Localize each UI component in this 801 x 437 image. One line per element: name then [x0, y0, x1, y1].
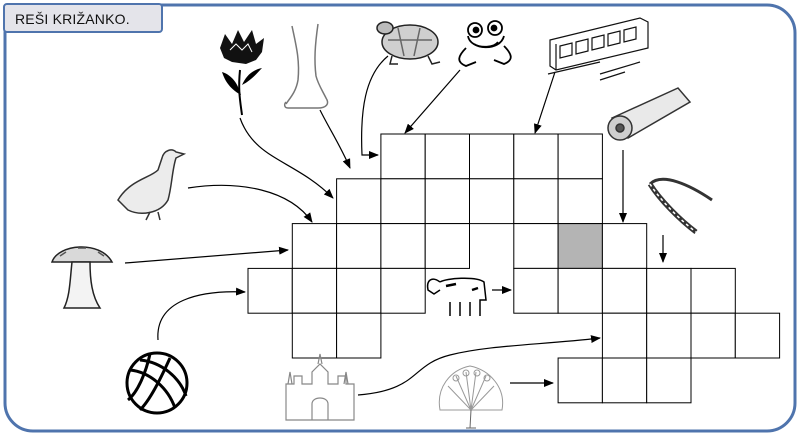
crossword-cell[interactable] — [336, 267, 382, 314]
duck-icon — [117, 149, 187, 221]
arrow-ball — [157, 287, 246, 341]
frog-icon — [458, 20, 512, 67]
crossword-cell[interactable] — [601, 267, 648, 314]
crossword-cell[interactable] — [601, 223, 648, 269]
arrow-mushroom — [124, 246, 289, 264]
ball-icon — [125, 351, 189, 415]
turtle-icon — [376, 21, 441, 65]
crossword-cell[interactable] — [469, 133, 515, 180]
crossword-cell[interactable] — [601, 357, 648, 404]
crossword-cell[interactable] — [247, 267, 293, 314]
crossword-cell[interactable] — [424, 133, 471, 180]
whistle-icon — [607, 87, 692, 141]
page-title: REŠI KRIŽANKO. — [15, 11, 130, 27]
arrow-carnation — [239, 117, 334, 199]
peacock-icon — [438, 365, 504, 429]
arrow-frog — [404, 69, 461, 134]
crossword-cell[interactable] — [646, 312, 692, 359]
crossword-cell[interactable] — [734, 312, 781, 359]
mushroom-icon — [50, 246, 114, 309]
crossword-cell[interactable] — [690, 267, 736, 314]
train-icon — [547, 17, 649, 81]
arrow-castle — [357, 335, 601, 396]
crossword-cell-solution[interactable] — [557, 223, 603, 269]
leg-icon — [283, 23, 329, 109]
title-tab: REŠI KRIŽANKO. — [3, 3, 163, 33]
clue-arrows — [124, 55, 667, 396]
arrow-leg — [319, 109, 351, 169]
crossword-cell[interactable] — [380, 133, 426, 180]
crossword-cell[interactable] — [601, 312, 648, 359]
crossword-cell[interactable] — [513, 267, 559, 314]
arrow-turtle — [361, 55, 389, 159]
worksheet: REŠI KRIŽANKO. — [3, 3, 796, 432]
crossword-cell[interactable] — [380, 223, 426, 269]
cow-icon — [426, 277, 487, 316]
crossword-cell[interactable] — [424, 178, 471, 225]
crossword-grid — [247, 133, 781, 404]
crossword-cell[interactable] — [646, 267, 692, 314]
crossword-cell[interactable] — [380, 267, 426, 314]
rope-icon — [647, 177, 713, 234]
crossword-cell[interactable] — [513, 223, 559, 269]
crossword-cell[interactable] — [336, 223, 382, 269]
carnation-icon — [220, 30, 264, 116]
crossword-cell[interactable] — [469, 178, 515, 225]
crossword-cell[interactable] — [291, 223, 338, 269]
crossword-cell[interactable] — [646, 357, 692, 404]
castle-icon — [285, 353, 355, 421]
crossword-cell[interactable] — [557, 267, 603, 314]
crossword-cell[interactable] — [424, 223, 471, 269]
crossword-cell[interactable] — [336, 312, 382, 359]
arrow-duck — [187, 184, 313, 223]
arrow-train — [534, 71, 556, 134]
crossword-cell[interactable] — [513, 178, 559, 225]
